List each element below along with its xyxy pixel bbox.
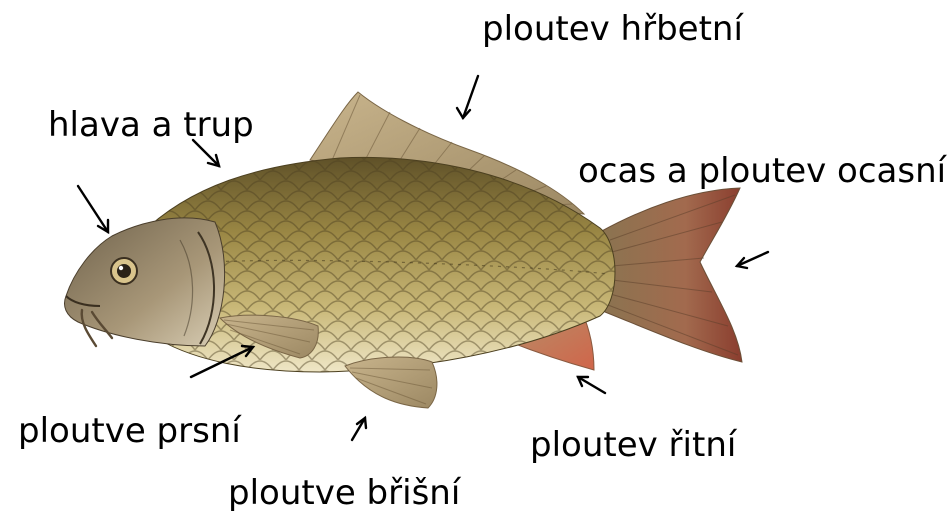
label-head-and-body: hlava a trup: [48, 108, 254, 142]
arrow-dorsal-fin: [457, 76, 478, 118]
label-pelvic-fins: ploutve břišní: [228, 476, 460, 510]
arrow-tail: [737, 252, 768, 268]
pelvic-fin: [345, 357, 437, 408]
label-anal-fin: ploutev řitní: [530, 428, 736, 462]
arrow-pelvic-fin: [352, 418, 366, 440]
arrow-anal-fin: [578, 377, 605, 393]
label-pectoral-fins: ploutve prsní: [18, 414, 241, 448]
fish-eye: [111, 258, 137, 284]
caudal-fin: [600, 188, 742, 362]
label-tail-and-caudal-fin: ocas a ploutev ocasní: [578, 154, 946, 188]
arrow-head-front: [78, 186, 108, 232]
label-dorsal-fin: ploutev hřbetní: [482, 12, 743, 46]
